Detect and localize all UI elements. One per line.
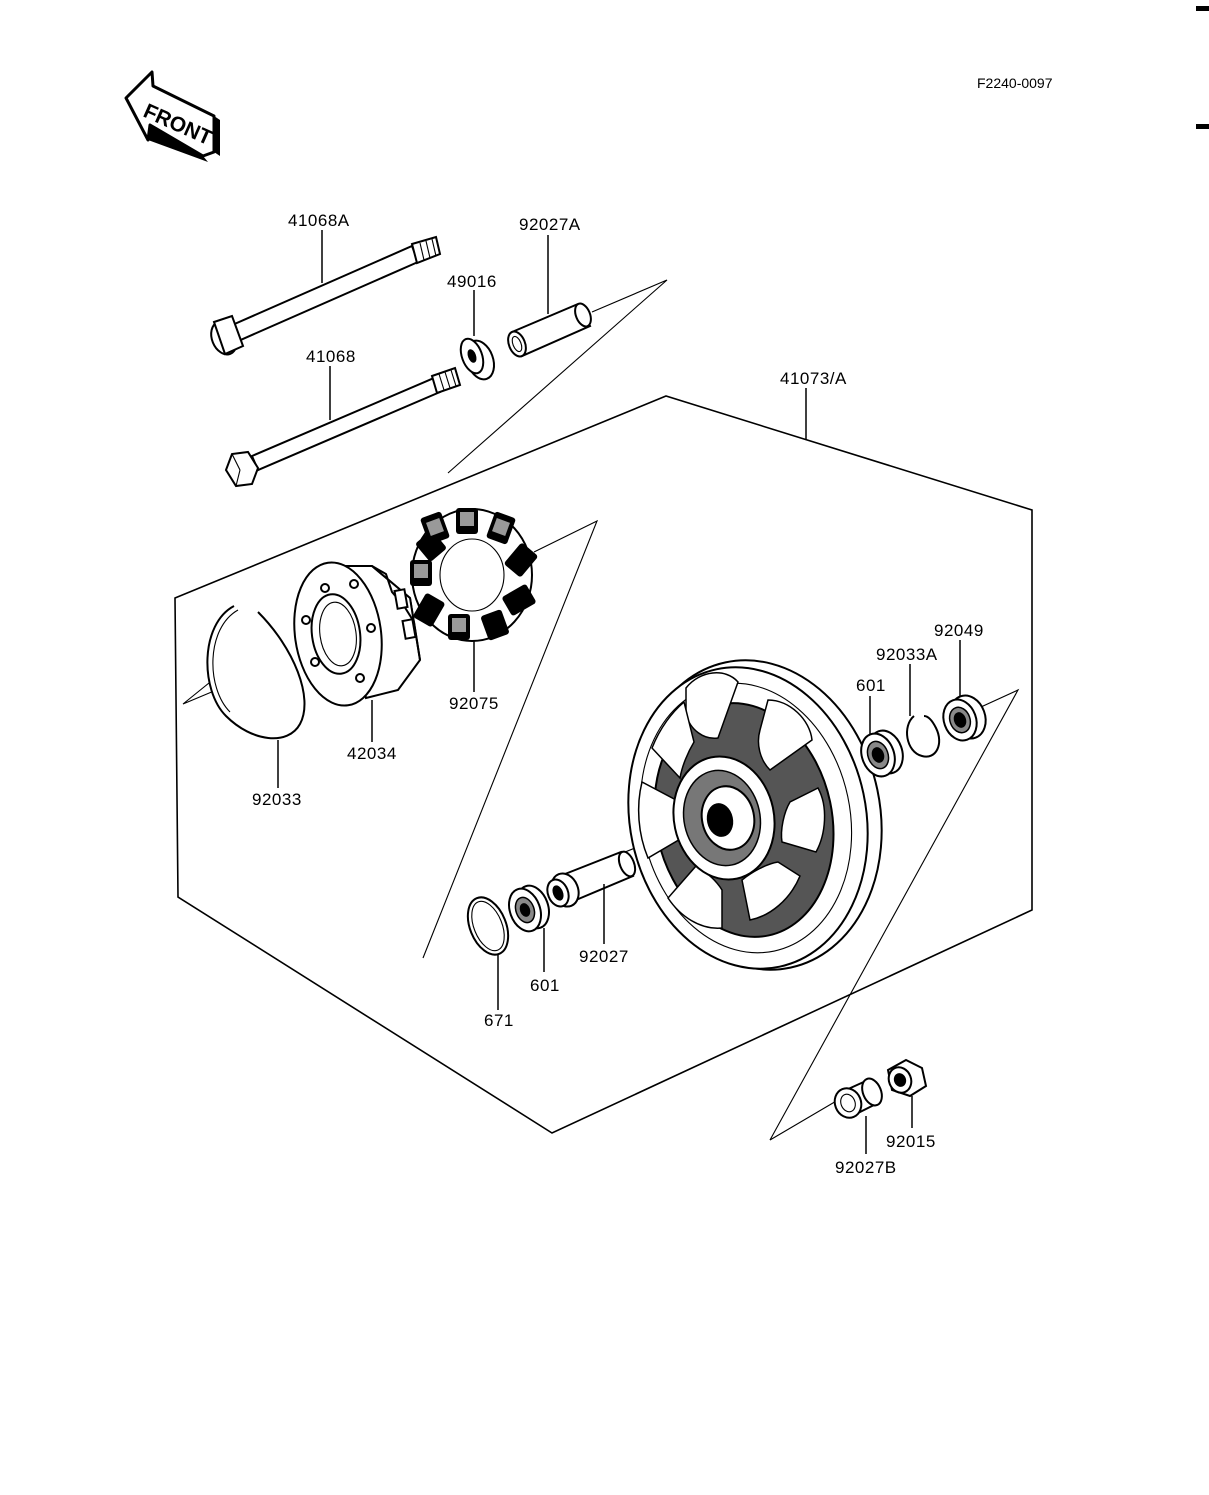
- axle-41068A: [210, 235, 442, 356]
- registration-mark-mid: [1196, 124, 1209, 129]
- label-92075: 92075: [449, 694, 499, 713]
- label-92015: 92015: [886, 1132, 936, 1151]
- label-601-left: 601: [530, 976, 560, 995]
- label-41068: 41068: [306, 347, 356, 366]
- label-92033: 92033: [252, 790, 302, 809]
- label-49016: 49016: [447, 272, 497, 291]
- bearing-601-right: [860, 729, 904, 778]
- label-41068A: 41068A: [288, 211, 350, 230]
- axle-41068: [224, 366, 462, 488]
- collar-92027B: [833, 1077, 883, 1119]
- spacer-92027A: [507, 302, 592, 358]
- circlip-92033A: [906, 715, 941, 758]
- bracket-axle-spacer: [447, 279, 668, 474]
- label-42034: 42034: [347, 744, 397, 763]
- label-41073A: 41073/A: [780, 369, 847, 388]
- spacer-92027: [546, 850, 637, 908]
- wheel-41073A: [627, 659, 883, 971]
- label-601-right: 601: [856, 676, 886, 695]
- assembly-outline: [174, 395, 1033, 1134]
- front-arrow-icon: FRONT: [124, 70, 220, 162]
- label-92049: 92049: [934, 621, 984, 640]
- washer-49016: [459, 337, 496, 381]
- label-92033A: 92033A: [876, 645, 938, 664]
- label-671: 671: [484, 1011, 514, 1030]
- registration-mark-top: [1196, 6, 1209, 11]
- label-92027A: 92027A: [519, 215, 581, 234]
- o-ring-671: [466, 896, 510, 956]
- coupling-42034: [293, 561, 422, 707]
- damper-92075: [410, 508, 538, 642]
- bracket-hub: [769, 688, 1020, 1141]
- circlip-92033: [206, 605, 306, 740]
- label-92027: 92027: [579, 947, 629, 966]
- diagram-code: F2240-0097: [977, 75, 1053, 91]
- bearing-601-left: [508, 884, 550, 933]
- label-92027B: 92027B: [835, 1158, 897, 1177]
- oil-seal-92049: [942, 694, 987, 742]
- bracket-damper: [422, 519, 599, 959]
- nut-92015: [886, 1058, 928, 1098]
